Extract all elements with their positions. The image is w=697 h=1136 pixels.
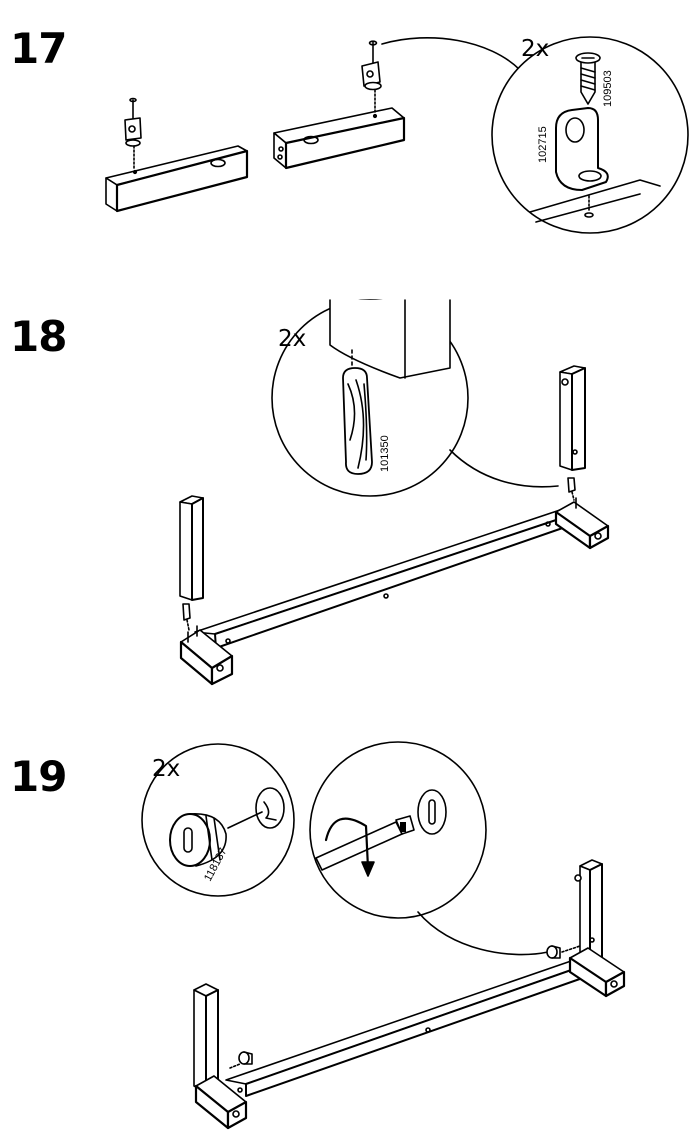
step-18-illustration: 2x 101350 xyxy=(179,299,610,686)
quantity-label-17: 2x xyxy=(521,36,549,62)
quantity-label-18: 2x xyxy=(278,326,306,352)
part-number-101350: 101350 xyxy=(379,435,391,472)
bracket-right xyxy=(361,40,382,115)
step-19-illustration: 2x 118137 xyxy=(141,741,626,1130)
beam-right xyxy=(273,107,406,170)
upright-right xyxy=(559,365,586,501)
base-rail-18 xyxy=(194,509,581,649)
callout-tail-17 xyxy=(381,36,521,71)
detail-circle-19-left xyxy=(141,743,295,897)
callout-tail-18 xyxy=(449,449,559,488)
callout-tail-19 xyxy=(417,911,549,956)
bracket-left xyxy=(124,97,142,171)
part-number-109503: 109503 xyxy=(602,70,614,107)
upright-left xyxy=(179,495,204,631)
quantity-label-19: 2x xyxy=(152,756,180,782)
detail-circle-18 xyxy=(271,299,469,497)
detail-circle-17 xyxy=(491,36,689,234)
foot-block-right-19 xyxy=(568,947,626,998)
upright-right-19 xyxy=(574,859,603,963)
foot-block-left xyxy=(179,625,234,686)
cam-lock-left xyxy=(229,1051,253,1069)
step-18-number: 18 xyxy=(10,312,67,361)
beam-left xyxy=(105,145,249,213)
cam-lock-right xyxy=(546,945,581,959)
detail-circle-19-right xyxy=(309,741,487,919)
step-17-number: 17 xyxy=(10,24,67,73)
step-17-illustration: 2x 109503 102715 xyxy=(105,36,689,234)
base-rail-19 xyxy=(225,959,595,1097)
foot-block-right xyxy=(554,497,610,550)
part-number-102715: 102715 xyxy=(537,126,549,163)
step-19-number: 19 xyxy=(10,752,67,801)
foot-block-left-19 xyxy=(194,1075,248,1130)
